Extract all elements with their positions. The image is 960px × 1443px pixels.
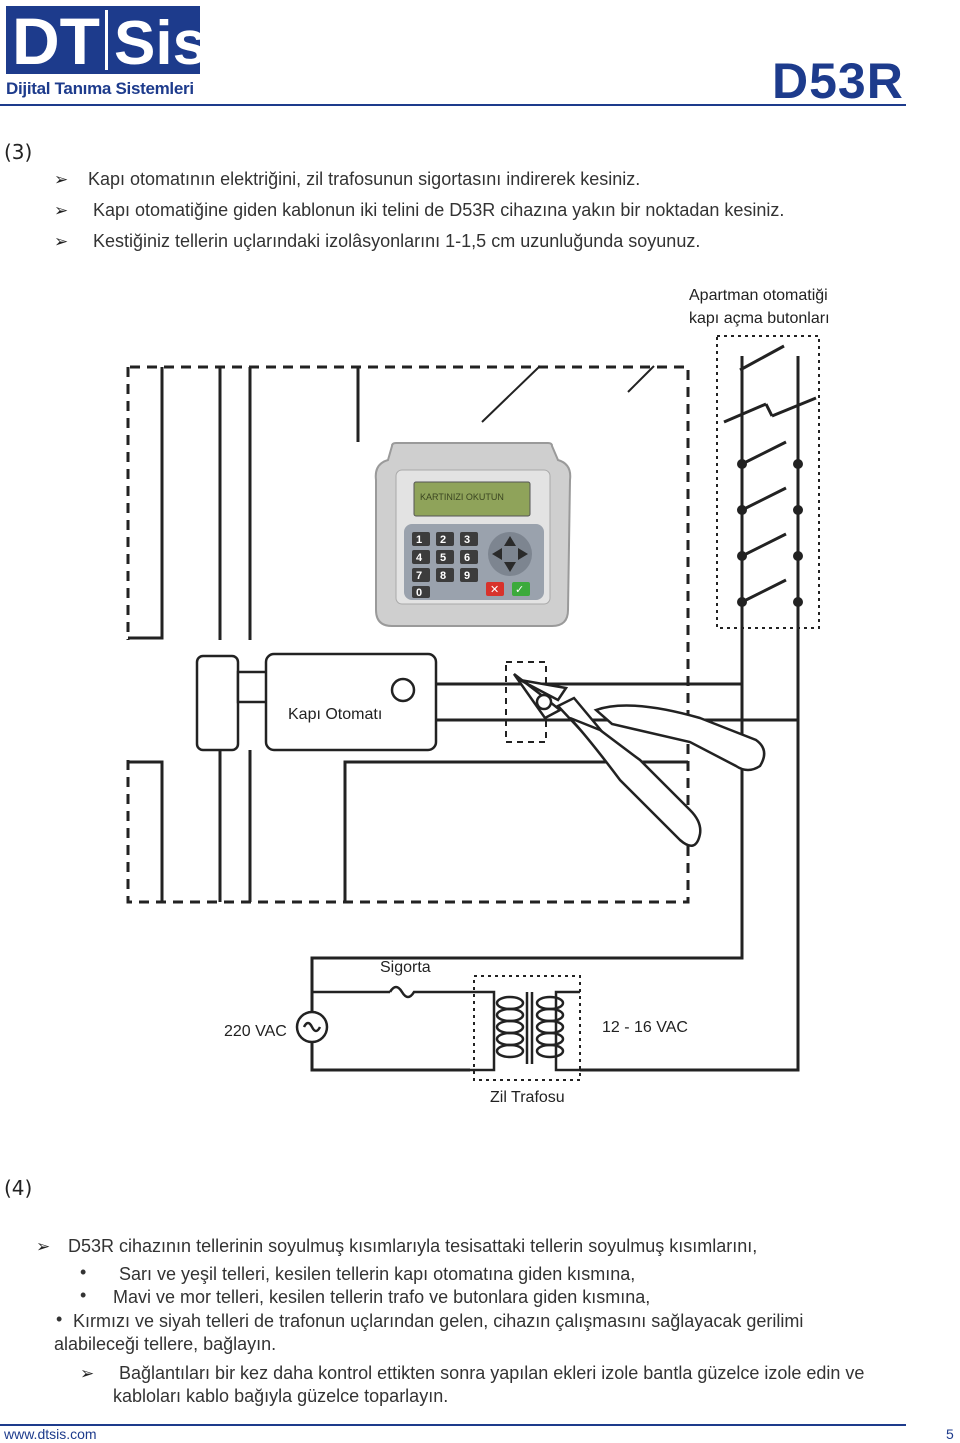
bullet-dot-icon: • [80, 1262, 87, 1282]
bullet-dot-icon: • [80, 1285, 87, 1305]
header-divider [0, 104, 906, 106]
step-4-final-line-1: Bağlantıları bir kez daha kontrol ettikt… [119, 1363, 865, 1383]
fuse-label: Sigorta [380, 959, 431, 976]
transformer-coils [495, 992, 565, 1064]
svg-text:0: 0 [416, 587, 422, 599]
document-code: D53R [772, 53, 904, 109]
d53r-device: KARTINIZI OKUTUN 1 2 3 4 5 6 7 8 9 0 ✕ ✓ [374, 442, 572, 627]
svg-text:9: 9 [464, 570, 470, 582]
step-4-final-line-2: kabloları kablo bağıyla güzelce toparlay… [113, 1386, 449, 1406]
buttons-box [716, 335, 820, 629]
svg-text:✕: ✕ [490, 584, 499, 596]
step-4-sub-3-line-1: Kırmızı ve siyah telleri de trafonun uçl… [73, 1311, 804, 1331]
step-4-label: (4) [4, 1176, 33, 1200]
svg-text:7: 7 [416, 570, 422, 582]
device-screen-text: KARTINIZI OKUTUN [420, 492, 504, 502]
device-navigation-pad [488, 532, 532, 576]
buttons-group [723, 344, 817, 630]
step-4-sub-1: Sarı ve yeşil telleri, kesilen tellerin … [119, 1264, 636, 1284]
svg-text:2: 2 [440, 534, 446, 546]
bullet-dot-icon: • [56, 1309, 63, 1329]
logo-mark: DT Sis [6, 4, 207, 78]
step-3-label: (3) [4, 140, 33, 164]
device-cancel-key [486, 582, 504, 596]
step-4-sub-2: Mavi ve mor telleri, kesilen tellerin tr… [113, 1287, 651, 1307]
step-3-item-1: Kapı otomatının elektriğini, zil trafosu… [88, 169, 641, 189]
side-cutter-pliers [512, 673, 766, 847]
svg-text:5: 5 [440, 552, 446, 564]
svg-text:3: 3 [464, 534, 470, 546]
step-4-intro: D53R cihazının tellerinin soyulmuş kısım… [68, 1236, 758, 1256]
arrow-bullet-icon: ➢ [36, 1237, 51, 1256]
device-ok-key [512, 582, 530, 596]
logo-text-sis: Sis [114, 9, 200, 74]
svg-text:1: 1 [416, 534, 422, 546]
door-lock-label: Kapı Otomatı [288, 706, 382, 723]
buttons-label-line-2: kapı açma butonları [689, 310, 830, 327]
glass-reflections [481, 365, 655, 423]
arrow-bullet-icon: ➢ [54, 170, 69, 189]
svg-text:8: 8 [440, 570, 446, 582]
arrow-bullet-icon: ➢ [54, 201, 69, 220]
footer-website-link[interactable]: www.dtsis.com [4, 1426, 97, 1442]
arrow-bullet-icon: ➢ [80, 1364, 95, 1383]
secondary-voltage-label: 12 - 16 VAC [602, 1019, 688, 1036]
footer-divider [0, 1424, 906, 1426]
mains-voltage-label: 220 VAC [224, 1023, 287, 1040]
step-3-item-2: Kapı otomatiğine giden kablonun iki teli… [93, 200, 785, 220]
step-4-sub-3-line-2: alabileceği tellere, bağlayın. [54, 1334, 277, 1354]
svg-text:6: 6 [464, 552, 470, 564]
svg-text:✓: ✓ [515, 584, 524, 596]
door-lock [195, 652, 438, 752]
svg-text:4: 4 [416, 552, 423, 564]
page-number: 5 [946, 1426, 954, 1442]
step-3-item-3: Kestiğiniz tellerin uçlarındaki izolâsyo… [93, 231, 701, 251]
company-logo: DT Sis [6, 4, 207, 78]
door-frame [126, 365, 690, 904]
wiring-diagram: KARTINIZI OKUTUN 1 2 3 4 5 6 7 8 9 0 ✕ ✓… [126, 287, 830, 1106]
transformer-circuit [295, 985, 580, 1072]
logo-subtitle: Dijital Tanıma Sistemleri [6, 79, 194, 98]
transformer-label: Zil Trafosu [490, 1089, 565, 1106]
logo-text-dt: DT [12, 6, 100, 74]
buttons-label-line-1: Apartman otomatiği [689, 287, 828, 304]
arrow-bullet-icon: ➢ [54, 232, 69, 251]
